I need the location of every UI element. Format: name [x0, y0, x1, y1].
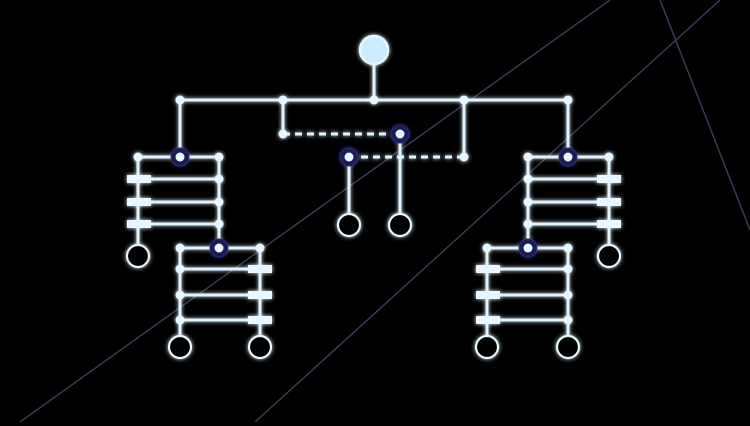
- junction-node-icon[interactable]: [459, 95, 469, 105]
- junction-node-icon[interactable]: [214, 152, 224, 162]
- junction-node-icon[interactable]: [214, 197, 224, 207]
- switch-bar-icon[interactable]: [127, 220, 151, 228]
- backdrop-line: [254, 0, 721, 423]
- junction-node-icon[interactable]: [175, 264, 185, 274]
- junction-node-icon[interactable]: [482, 243, 492, 253]
- backdrop-lines: [19, 0, 750, 423]
- junction-node-icon[interactable]: [563, 315, 573, 325]
- junction-node-icon[interactable]: [604, 152, 614, 162]
- power-source-icon[interactable]: [358, 34, 390, 66]
- switch-bar-icon[interactable]: [248, 291, 272, 299]
- junction-node-icon[interactable]: [563, 95, 573, 105]
- junction-node-icon[interactable]: [214, 219, 224, 229]
- circuit: [125, 34, 622, 360]
- output-terminal-icon[interactable]: [247, 334, 273, 360]
- switch-bar-icon[interactable]: [476, 316, 500, 324]
- switch-bar-icon[interactable]: [476, 291, 500, 299]
- junction-node-icon[interactable]: [563, 264, 573, 274]
- output-terminal-icon[interactable]: [555, 334, 581, 360]
- switch-bars: [127, 175, 621, 324]
- switch-bar-icon[interactable]: [127, 175, 151, 183]
- junction-node-icon[interactable]: [255, 243, 265, 253]
- junction-node-icon[interactable]: [523, 197, 533, 207]
- junction-node-icon[interactable]: [175, 290, 185, 300]
- junction-node-icon[interactable]: [523, 174, 533, 184]
- junction-node-icon[interactable]: [133, 152, 143, 162]
- output-terminal-icon[interactable]: [474, 334, 500, 360]
- switch-bar-icon[interactable]: [248, 316, 272, 324]
- junction-node-icon[interactable]: [563, 243, 573, 253]
- junction-node-icon[interactable]: [278, 129, 288, 139]
- backdrop-line: [659, 0, 750, 231]
- junction-node-icon[interactable]: [175, 315, 185, 325]
- output-terminal-icon[interactable]: [167, 334, 193, 360]
- junction-node-icon[interactable]: [175, 152, 185, 162]
- junction-node-icon[interactable]: [523, 152, 533, 162]
- switch-bar-icon[interactable]: [127, 198, 151, 206]
- junction-node-icon[interactable]: [344, 152, 354, 162]
- output-terminal-icon[interactable]: [596, 243, 622, 269]
- junction-node-icon[interactable]: [459, 152, 469, 162]
- output-terminal-icon[interactable]: [387, 212, 413, 238]
- backdrop-line: [19, 0, 611, 423]
- switch-bar-icon[interactable]: [248, 265, 272, 273]
- output-terminal-icon[interactable]: [336, 212, 362, 238]
- switch-bar-icon[interactable]: [476, 265, 500, 273]
- junction-node-icon[interactable]: [395, 129, 405, 139]
- output-terminals: [125, 212, 622, 360]
- junction-node-icon[interactable]: [523, 243, 533, 253]
- junction-node-icon[interactable]: [563, 290, 573, 300]
- junction-node-icon[interactable]: [523, 219, 533, 229]
- junction-node-icon[interactable]: [175, 243, 185, 253]
- switch-bar-icon[interactable]: [597, 198, 621, 206]
- junction-nodes: [133, 95, 614, 325]
- junction-node-icon[interactable]: [175, 95, 185, 105]
- junction-node-icon[interactable]: [278, 95, 288, 105]
- junction-node-icon[interactable]: [214, 243, 224, 253]
- switch-bar-icon[interactable]: [597, 220, 621, 228]
- junction-node-icon[interactable]: [369, 95, 379, 105]
- output-terminal-icon[interactable]: [125, 243, 151, 269]
- switch-bar-icon[interactable]: [597, 175, 621, 183]
- junction-node-icon[interactable]: [563, 152, 573, 162]
- junction-node-icon[interactable]: [214, 174, 224, 184]
